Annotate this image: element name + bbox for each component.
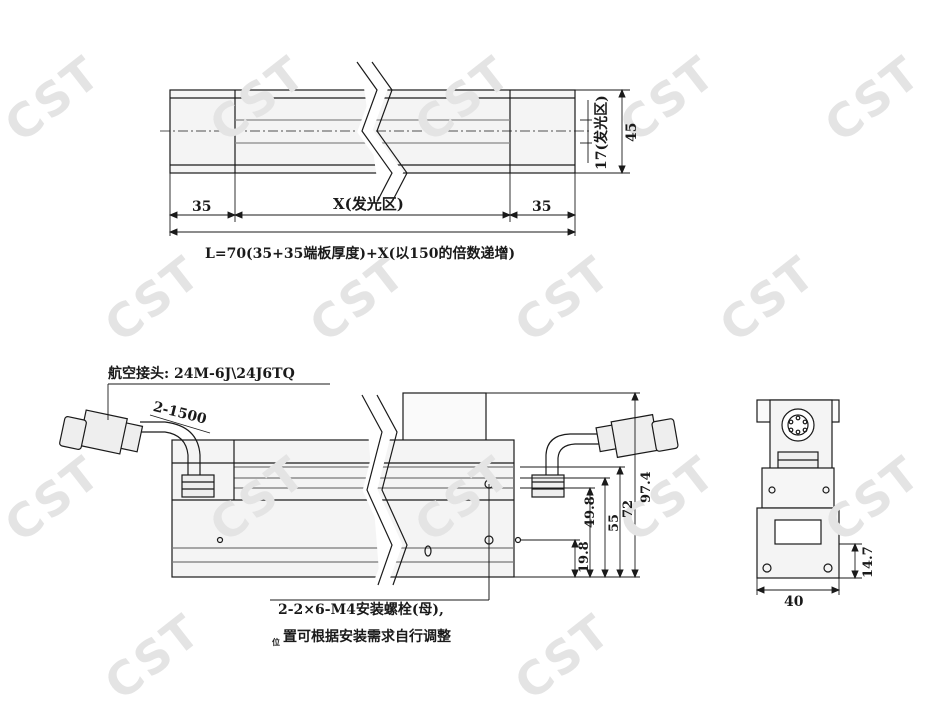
dim-49-8: 49.8 — [583, 496, 598, 528]
top-dim-emitting-label: 17(发光区) — [594, 95, 610, 170]
side-view-body — [756, 399, 840, 579]
position-note: 置可根据安装需求自行调整 — [283, 629, 451, 645]
left-connector — [59, 409, 215, 498]
screw-note: 2-2×6-M4安装螺栓(母), — [278, 602, 444, 618]
top-dim-left-label: 35 — [192, 199, 212, 215]
top-view-dim-lines — [168, 88, 630, 236]
length-formula: L=70(35+35端板厚度)+X(以150的倍数递增) — [205, 246, 516, 262]
front-view-dim-lines — [486, 391, 640, 579]
position-note-small: 位 — [272, 637, 280, 647]
top-dim-height-label: 45 — [624, 122, 640, 142]
dim-97-4: 97.4 — [639, 471, 654, 503]
front-view-leaders — [107, 383, 490, 601]
side-dim-width-label: 40 — [784, 594, 804, 610]
top-dim-right-label: 35 — [532, 199, 552, 215]
top-view-body — [160, 56, 590, 204]
dim-19-8: 19.8 — [577, 541, 592, 573]
drawing-canvas — [59, 56, 862, 601]
connector-label: 航空接头: 24M-6J\24J6TQ — [108, 366, 295, 382]
side-view-dim-lines — [755, 542, 862, 595]
dim-72: 72 — [621, 499, 636, 518]
front-view-body — [171, 388, 522, 588]
top-dim-center-label: X(发光区) — [333, 195, 404, 213]
side-dim-height-label: 14.7 — [861, 546, 876, 578]
dim-55: 55 — [607, 513, 622, 532]
